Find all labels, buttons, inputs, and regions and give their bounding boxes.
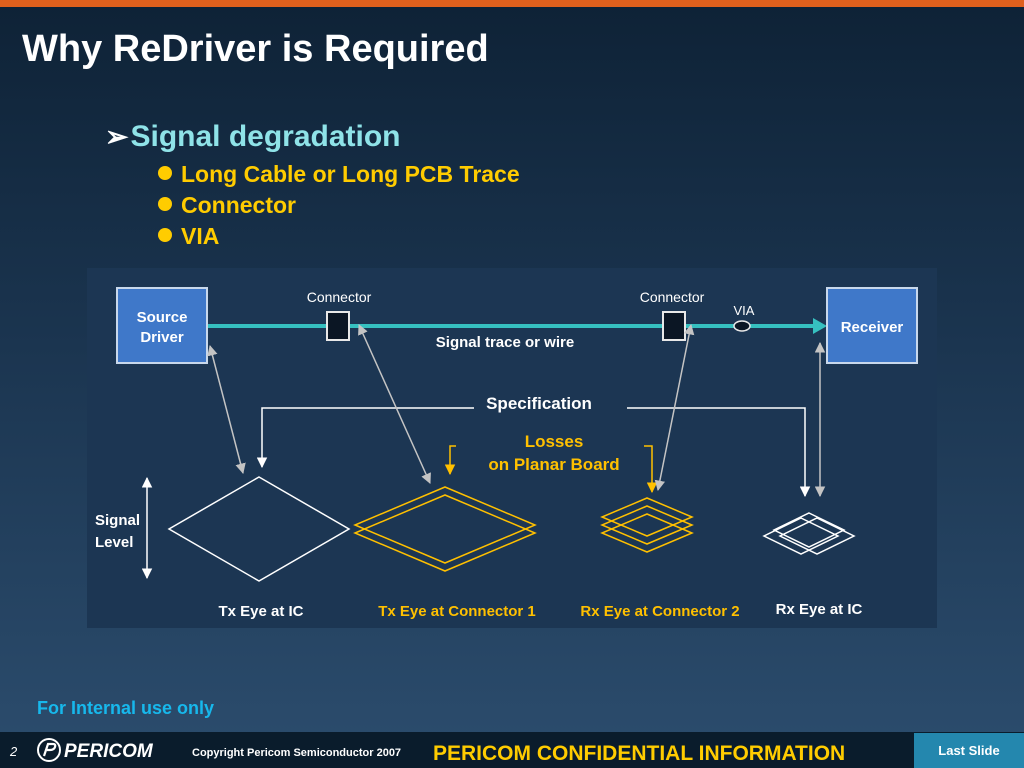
- losses-label: on Planar Board: [488, 455, 619, 474]
- driver-to-tx-eye-arrow: [207, 344, 246, 475]
- last-slide-button[interactable]: Last Slide: [914, 733, 1024, 768]
- slide-title: Why ReDriver is Required: [22, 28, 489, 70]
- bullet-dot-icon: [158, 197, 172, 211]
- signal-path-diagram: Source Driver Receiver Connector Connect…: [87, 268, 937, 628]
- bullet-dot-icon: [158, 228, 172, 242]
- logo-wordmark: PERICOM: [64, 741, 154, 762]
- connector-2-label: Connector: [640, 289, 705, 305]
- connector-2-icon: [662, 311, 686, 341]
- receiver-label: Receiver: [841, 319, 904, 336]
- receiver-box: [826, 287, 918, 364]
- tx-eye-connector1-shape: [353, 486, 537, 572]
- pericom-logo: PERICOM: [36, 737, 181, 768]
- connector2-to-eye-arrow: [654, 323, 695, 492]
- losses-arrow-left: [444, 445, 456, 476]
- via-label: VIA: [734, 303, 755, 318]
- bullet-text: VIA: [181, 223, 220, 249]
- losses-arrow-right: [644, 445, 658, 494]
- rx-eye-connector2-shape: [600, 497, 694, 553]
- connector-1-icon: [326, 311, 350, 341]
- rx-eye-ic-shape: [762, 512, 856, 555]
- via-icon: [733, 320, 751, 332]
- top-accent-bar: [0, 0, 1024, 7]
- signal-level-label: Signal: [95, 512, 140, 529]
- bullet-dot-icon: [158, 166, 172, 180]
- bullet-text: Long Cable or Long PCB Trace: [181, 161, 520, 187]
- internal-use-note: For Internal use only: [37, 698, 215, 718]
- arrow-bullet-icon: ➢: [105, 121, 129, 152]
- section-heading-text: Signal degradation: [130, 120, 401, 153]
- copyright-text: Copyright Pericom Semiconductor 2007: [192, 747, 402, 759]
- eye-label-rx-connector2: Rx Eye at Connector 2: [580, 603, 739, 620]
- connector1-to-eye-arrow: [358, 324, 431, 484]
- source-driver-label: Driver: [140, 329, 184, 346]
- bullet-item: VIA: [158, 221, 520, 252]
- bullet-text: Connector: [181, 192, 296, 218]
- section-heading: ➢Signal degradation: [105, 120, 401, 154]
- eye-label-tx-ic: Tx Eye at IC: [218, 603, 303, 620]
- tx-eye-ic-shape: [167, 476, 351, 582]
- connector-1-label: Connector: [307, 289, 372, 305]
- pericom-logo-icon: PERICOM: [37, 738, 154, 762]
- source-driver-box: [116, 287, 208, 364]
- diagram-panel: [87, 268, 937, 628]
- confidential-notice: PERICOM CONFIDENTIAL INFORMATION: [433, 742, 846, 765]
- eye-label-tx-connector1: Tx Eye at Connector 1: [378, 603, 536, 620]
- bullet-item: Long Cable or Long PCB Trace: [158, 159, 520, 190]
- bullet-item: Connector: [158, 190, 520, 221]
- losses-label: Losses: [525, 432, 584, 451]
- signal-level-label: Level: [95, 534, 133, 551]
- eye-label-rx-ic: Rx Eye at IC: [776, 601, 863, 618]
- trace-label: Signal trace or wire: [436, 334, 574, 351]
- trace-arrowhead-icon: [813, 318, 827, 334]
- source-driver-label: Source: [137, 309, 188, 326]
- page-number: 2: [10, 744, 18, 759]
- bullet-list: Long Cable or Long PCB Trace Connector V…: [158, 159, 520, 252]
- diagram-canvas: Source Driver Receiver Connector Connect…: [87, 268, 937, 628]
- footer-bar: 2 PERICOM Copyright Pericom Semiconducto…: [0, 732, 1024, 768]
- specification-label: Specification: [486, 394, 592, 413]
